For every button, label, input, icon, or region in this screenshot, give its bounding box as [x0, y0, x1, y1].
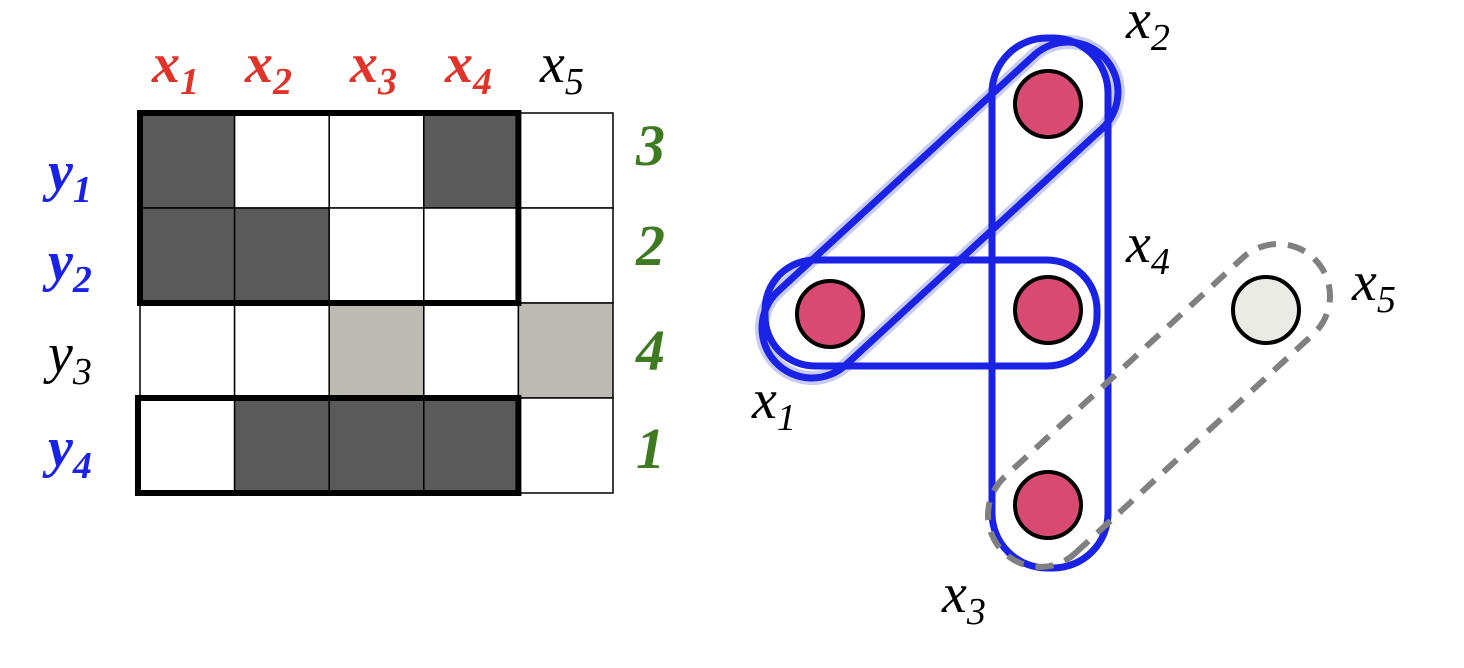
column-label-x4: x4 — [444, 33, 492, 103]
node-label-x1: x1 — [751, 369, 796, 439]
row-label-y2: y2 — [42, 231, 92, 301]
hypergraph: x1 x2 x3 x4 x5 — [751, 0, 1396, 633]
matrix-cell — [423, 302, 520, 399]
hyperedge-y2 — [761, 256, 1101, 370]
node-label-x5: x5 — [1351, 251, 1396, 321]
node-label-x3: x3 — [941, 563, 986, 633]
row-label-y1: y1 — [42, 141, 92, 211]
column-labels: x1 x2 x3 x4 x5 — [151, 33, 584, 103]
row-label-y3: y3 — [43, 323, 92, 393]
matrix-cell — [328, 207, 425, 304]
node-x3 — [1013, 470, 1083, 540]
hyperedge-y1 — [758, 38, 1122, 382]
node-label-x2: x2 — [1125, 0, 1170, 59]
matrix-cell — [517, 397, 614, 494]
hyperedge-y3 — [985, 241, 1333, 570]
row-weight-labels: 3 2 4 1 — [635, 113, 665, 481]
row-weight-y4: 1 — [636, 416, 665, 481]
selected-block-bottom — [135, 395, 522, 496]
node-x2 — [1013, 69, 1083, 139]
matrix-cell — [328, 112, 425, 209]
matrix-cell — [517, 207, 614, 304]
matrix-cell — [423, 112, 520, 209]
column-label-x1: x1 — [151, 33, 199, 103]
matrix-cell — [139, 397, 236, 494]
incidence-matrix — [135, 110, 614, 496]
matrix-cell — [423, 207, 520, 304]
row-weight-y2: 2 — [635, 213, 665, 278]
matrix-cell — [517, 302, 614, 399]
matrix-cell — [328, 302, 425, 399]
selected-block-top — [137, 110, 522, 306]
matrix-cell — [328, 397, 425, 494]
node-label-x4: x4 — [1125, 213, 1170, 283]
row-weight-y1: 3 — [635, 113, 665, 178]
matrix-cell — [233, 112, 330, 209]
matrix-cell — [139, 112, 236, 209]
matrix-cell — [233, 207, 330, 304]
column-label-x2: x2 — [244, 33, 292, 103]
node-x1 — [795, 279, 865, 349]
node-x5 — [1231, 275, 1301, 345]
row-weight-y3: 4 — [635, 318, 665, 383]
row-label-y4: y4 — [42, 417, 92, 487]
matrix-cell — [517, 112, 614, 209]
matrix-cell — [139, 302, 236, 399]
matrix-cell — [233, 397, 330, 494]
column-label-x3: x3 — [349, 33, 397, 103]
node-x4 — [1013, 275, 1083, 345]
row-labels: y1 y2 y3 y4 — [42, 141, 92, 487]
matrix-cell — [139, 207, 236, 304]
matrix-cell — [233, 302, 330, 399]
matrix-cell — [423, 397, 520, 494]
column-label-x5: x5 — [539, 33, 584, 103]
